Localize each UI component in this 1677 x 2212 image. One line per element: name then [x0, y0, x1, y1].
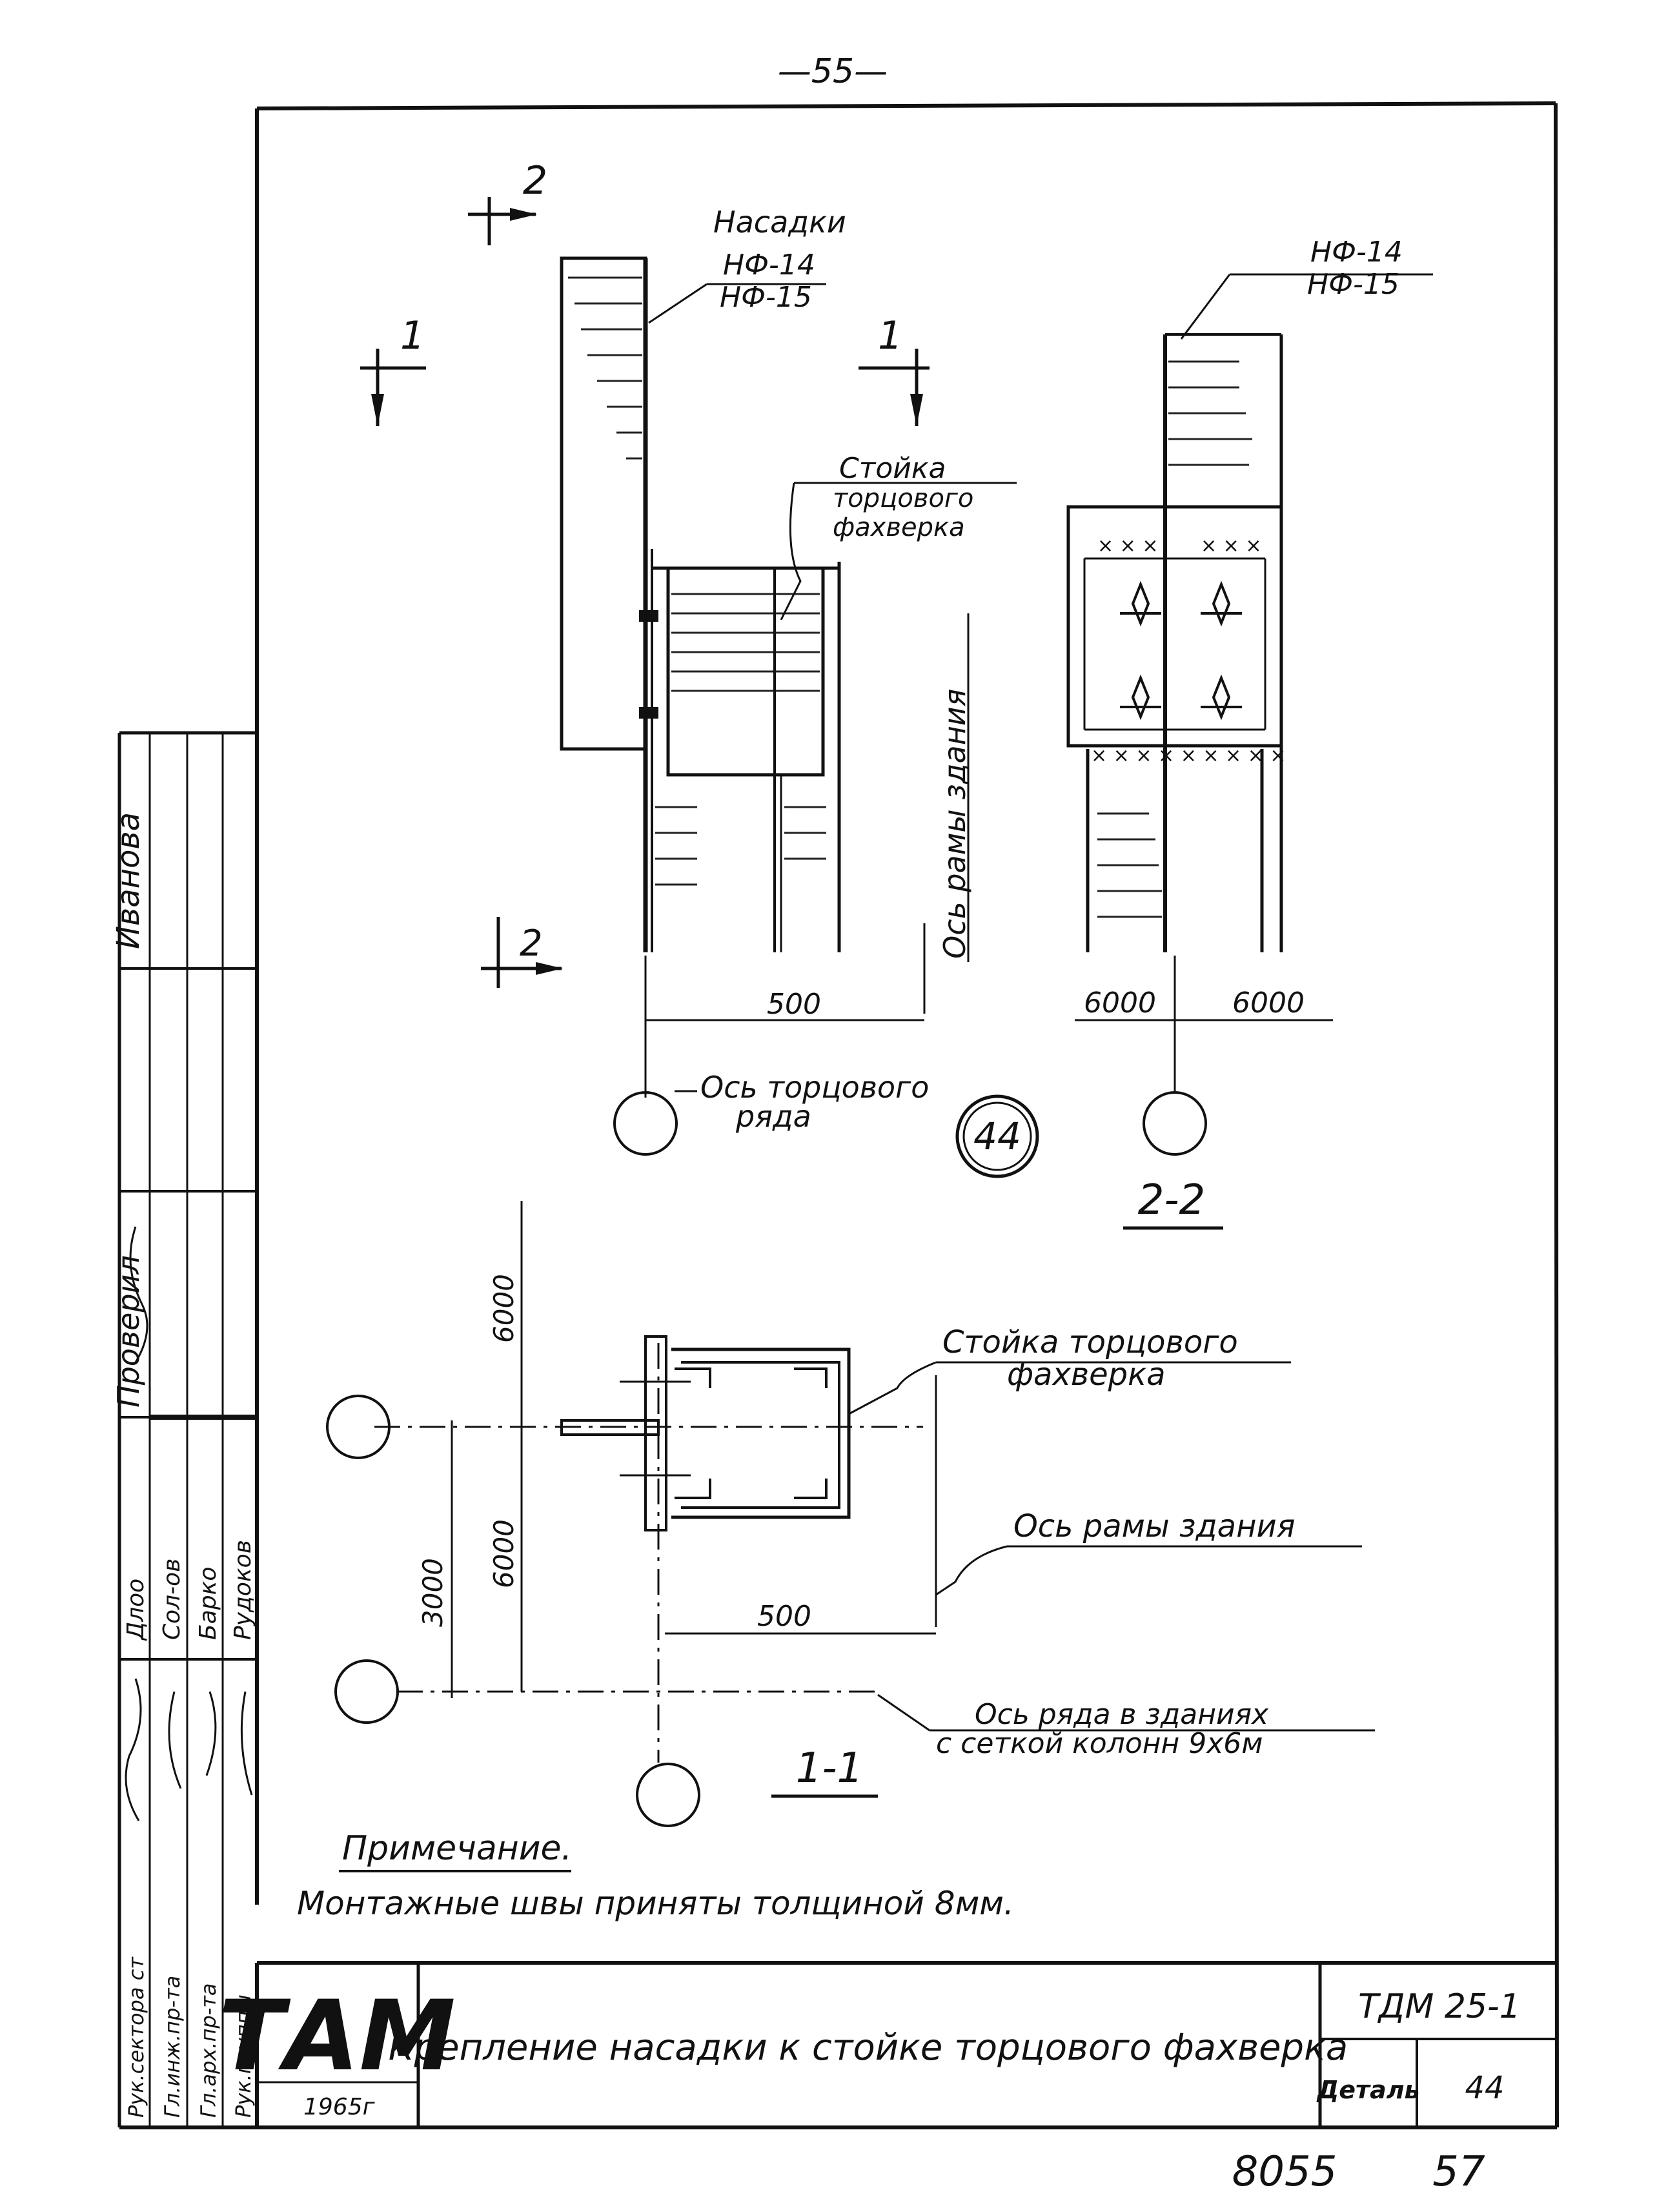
signature-scribble-2: [125, 1678, 253, 1821]
row-axis-label-0: Ось ряда в зданиях: [975, 1698, 1269, 1731]
detail-number: 44: [1465, 2070, 1504, 2106]
side-name-0: Иванова: [110, 812, 147, 949]
frame-axis-label: Ось рамы здания: [937, 689, 972, 959]
dim-3000: 3000: [417, 1558, 449, 1627]
nozzle-code-2-2-0: НФ-14: [1310, 236, 1403, 269]
name-0: Длоо: [123, 1579, 149, 1641]
nozzle-code-0: НФ-14: [723, 249, 815, 282]
dim-2-2-left: 6000: [1084, 987, 1156, 1019]
section-1-1-view: 6000 6000 3000 500 Стойка торцового фахв…: [326, 1201, 1375, 1827]
section-1-1-title: 1-1: [796, 1745, 864, 1792]
nozzle-code-2-2-1: НФ-15: [1307, 268, 1399, 301]
svg-text:× × ×: × × ×: [1097, 535, 1158, 557]
post-label-2: фахверка: [833, 513, 965, 542]
drawing-frame: [119, 101, 1559, 2129]
section-2-2-title: 2-2: [1138, 1176, 1206, 1224]
svg-text:× × × × × × × × ×: × × × × × × × × ×: [1091, 744, 1286, 767]
dim-6000-upper: 6000: [488, 1274, 520, 1343]
bottom-number-1: 57: [1432, 2148, 1485, 2196]
post-label-1-1-0: Стойка торцового: [942, 1324, 1238, 1360]
end-row-axis-label-1: ряда: [735, 1099, 811, 1134]
bottom-number-0: 8055: [1232, 2148, 1337, 2196]
end-row-axis-label-0: Ось торцового: [700, 1070, 929, 1105]
section-2-2-view: × × × × × × × × × × × × × × × НФ-14 НФ-1…: [1066, 236, 1433, 1230]
section-marker-1-right: 1: [859, 313, 930, 426]
svg-text:1: 1: [878, 313, 902, 358]
note-heading: Примечание.: [342, 1829, 572, 1868]
row-axis-label-1: с сеткой колонн 9х6м: [936, 1727, 1263, 1760]
detail-number-circle: 44: [973, 1114, 1021, 1158]
nozzle-code-1: НФ-15: [720, 281, 812, 314]
section-marker-1-left: 1: [360, 313, 426, 426]
elevation-view: Насадки НФ-14 НФ-15 Стойка торцового фах…: [560, 205, 1039, 1178]
frame-axis-label-1-1: Ось рамы здания: [1013, 1508, 1296, 1544]
signature-strip: Иванова Проверил Рук.сектора ст Гл.инж.п…: [110, 731, 257, 2127]
post-label-0: Стойка: [839, 452, 946, 485]
dim-6000-lower: 6000: [488, 1519, 520, 1588]
side-name-1: Проверил: [111, 1255, 146, 1408]
name-3: Рудоков: [230, 1540, 256, 1640]
bolts: [1120, 580, 1242, 721]
dim-500-section: 500: [757, 1600, 811, 1633]
role-0: Рук.сектора ст: [124, 1956, 148, 2118]
year: 1965г: [303, 2094, 376, 2120]
signature-scribble-1: [129, 1226, 148, 1363]
note-text: Монтажные швы приняты толщиной 8мм.: [297, 1885, 1014, 1922]
detail-label: Деталь: [1316, 2076, 1419, 2104]
svg-text:1: 1: [400, 313, 425, 358]
title-block: ТАМ 1965г Крепление насадки к стойке тор…: [218, 1961, 1557, 2127]
section-marker-2-top: 2: [468, 158, 547, 245]
doc-code: ТДМ 25-1: [1358, 1987, 1521, 2026]
nozzle-label: Насадки: [713, 205, 846, 240]
post-label-1: торцового: [833, 484, 973, 513]
role-2: Гл.арх.пр-та: [196, 1983, 221, 2118]
dim-2-2-right: 6000: [1232, 987, 1305, 1019]
role-3: Рук.группы: [231, 1994, 256, 2118]
logo: ТАМ: [218, 1980, 456, 2093]
name-2: Барко: [195, 1567, 221, 1640]
drawing-title: Крепление насадки к стойке торцового фах…: [389, 2027, 1348, 2069]
dim-500-elevation: 500: [767, 988, 821, 1021]
svg-text:2: 2: [523, 158, 547, 203]
role-1: Гл.инж.пр-та: [160, 1976, 185, 2118]
note: Примечание. Монтажные швы приняты толщин…: [297, 1829, 1014, 1922]
svg-text:× × ×: × × ×: [1201, 535, 1261, 557]
section-marker-2-bottom: 2: [481, 917, 563, 988]
page-number-top: —55—: [778, 52, 888, 91]
svg-text:2: 2: [520, 923, 543, 965]
name-1: Сол-ов: [159, 1559, 185, 1640]
